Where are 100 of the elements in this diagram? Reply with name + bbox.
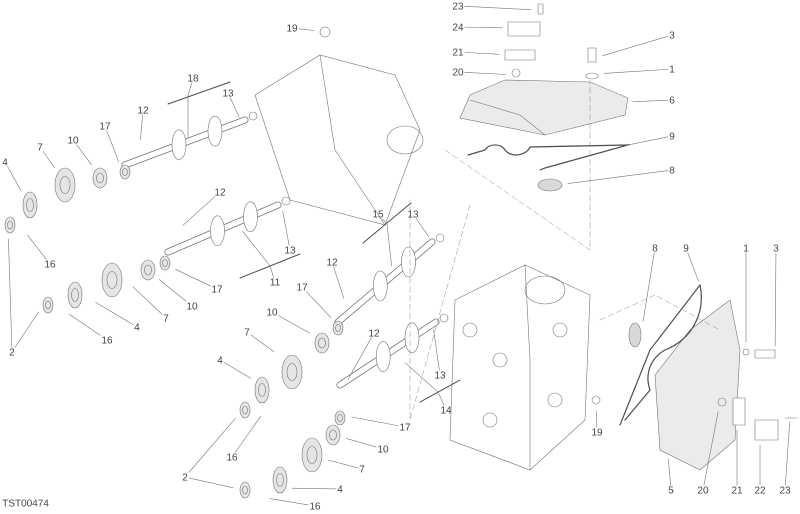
- leader-line: [632, 100, 668, 102]
- leader-line: [348, 337, 372, 380]
- callout-number: 16: [45, 260, 56, 268]
- callout-number: 15: [373, 210, 384, 218]
- callout-number: 22: [754, 486, 766, 494]
- callout-number: 1: [670, 66, 674, 72]
- leader-line: [175, 269, 211, 286]
- callout-number: 18: [188, 74, 198, 82]
- callout-number: 3: [670, 31, 674, 39]
- leader-line: [382, 218, 392, 266]
- leader-line: [188, 478, 234, 488]
- callout-number: 6: [670, 96, 674, 104]
- callout-number: 7: [38, 144, 42, 150]
- callout-number: 10: [187, 302, 198, 310]
- leader-line: [464, 52, 500, 55]
- callout-number: 1: [744, 244, 748, 252]
- leader-line: [8, 238, 12, 348]
- leader-line: [416, 218, 429, 237]
- callout-number: 4: [134, 324, 140, 330]
- callout-number: 8: [652, 244, 658, 252]
- callout-number: 8: [670, 166, 674, 174]
- callout-number: 12: [138, 106, 148, 114]
- leader-line: [774, 252, 776, 346]
- callout-number: 21: [452, 48, 464, 56]
- leader-line: [704, 412, 718, 486]
- leader-line: [188, 82, 192, 138]
- callout-number: 23: [780, 486, 790, 494]
- leader-line: [278, 316, 310, 334]
- callout-number: 20: [698, 486, 708, 494]
- leader-line: [327, 460, 358, 468]
- leader-line: [42, 151, 55, 168]
- callout-number: 23: [452, 2, 464, 10]
- leader-line: [292, 488, 336, 490]
- callout-number: 17: [297, 284, 308, 290]
- leader-line: [106, 130, 119, 162]
- leader-line: [140, 114, 143, 140]
- callout-number: 3: [774, 244, 778, 252]
- leader-line: [596, 410, 598, 428]
- callout-number: 14: [441, 406, 452, 414]
- callout-number: 5: [668, 486, 674, 494]
- leader-line: [568, 170, 668, 184]
- callout-number: 16: [310, 502, 320, 510]
- leader-line: [95, 302, 134, 325]
- leader-line: [242, 230, 274, 278]
- callout-number: 24: [452, 24, 464, 30]
- drawing-code: TST00474: [2, 499, 49, 507]
- leader-line: [159, 279, 186, 302]
- leader-line: [404, 362, 444, 406]
- callout-number: 4: [217, 356, 222, 364]
- callout-number: 19: [287, 24, 298, 32]
- callout-number: 12: [369, 330, 380, 336]
- callout-number: 9: [684, 244, 688, 252]
- callout-number: 10: [378, 445, 388, 453]
- callout-number: 7: [164, 314, 168, 322]
- leader-line: [235, 416, 261, 453]
- leader-line: [346, 438, 377, 448]
- leader-line: [688, 252, 699, 282]
- leader-line: [282, 210, 290, 246]
- leader-line: [433, 330, 440, 371]
- callout-number: 17: [212, 286, 222, 292]
- leader-line: [250, 334, 274, 352]
- callout-number: 12: [215, 188, 226, 196]
- leader-line: [7, 166, 22, 192]
- callout-number: 7: [360, 466, 364, 472]
- leader-line: [306, 291, 332, 318]
- callout-number: 4: [2, 158, 8, 166]
- leader-line: [27, 234, 47, 260]
- leader-line: [785, 422, 790, 486]
- callout-number: 17: [400, 424, 410, 430]
- callout-number: 19: [592, 428, 602, 436]
- leader-line: [333, 266, 344, 298]
- leader-line: [464, 72, 506, 75]
- callout-number: 2: [10, 348, 14, 356]
- callout-number: 16: [227, 453, 238, 461]
- leader-line: [736, 430, 738, 486]
- callout-number: 13: [435, 371, 446, 379]
- leader-line: [224, 362, 252, 379]
- leader-line: [298, 28, 314, 31]
- leader-line: [132, 286, 162, 315]
- callout-number: 20: [452, 68, 464, 76]
- callout-number: 2: [182, 474, 188, 480]
- leader-line: [464, 26, 502, 28]
- leader-line: [464, 6, 532, 10]
- callout-number: 7: [244, 328, 250, 336]
- leader-line: [351, 416, 399, 426]
- leader-line: [642, 252, 655, 322]
- leader-line: [604, 68, 668, 74]
- leader-line: [602, 36, 668, 56]
- leader-line: [182, 196, 216, 226]
- leader-line: [270, 498, 309, 506]
- leader-line: [230, 97, 240, 118]
- leader-line: [14, 312, 39, 348]
- callout-number: 9: [670, 132, 674, 140]
- leader-line: [76, 144, 92, 166]
- callout-number: 11: [270, 278, 280, 286]
- callout-number: 13: [285, 246, 296, 254]
- callout-number: 17: [100, 122, 110, 130]
- leader-line: [69, 314, 101, 336]
- callout-number: 16: [102, 336, 112, 344]
- callout-number: 21: [732, 486, 742, 494]
